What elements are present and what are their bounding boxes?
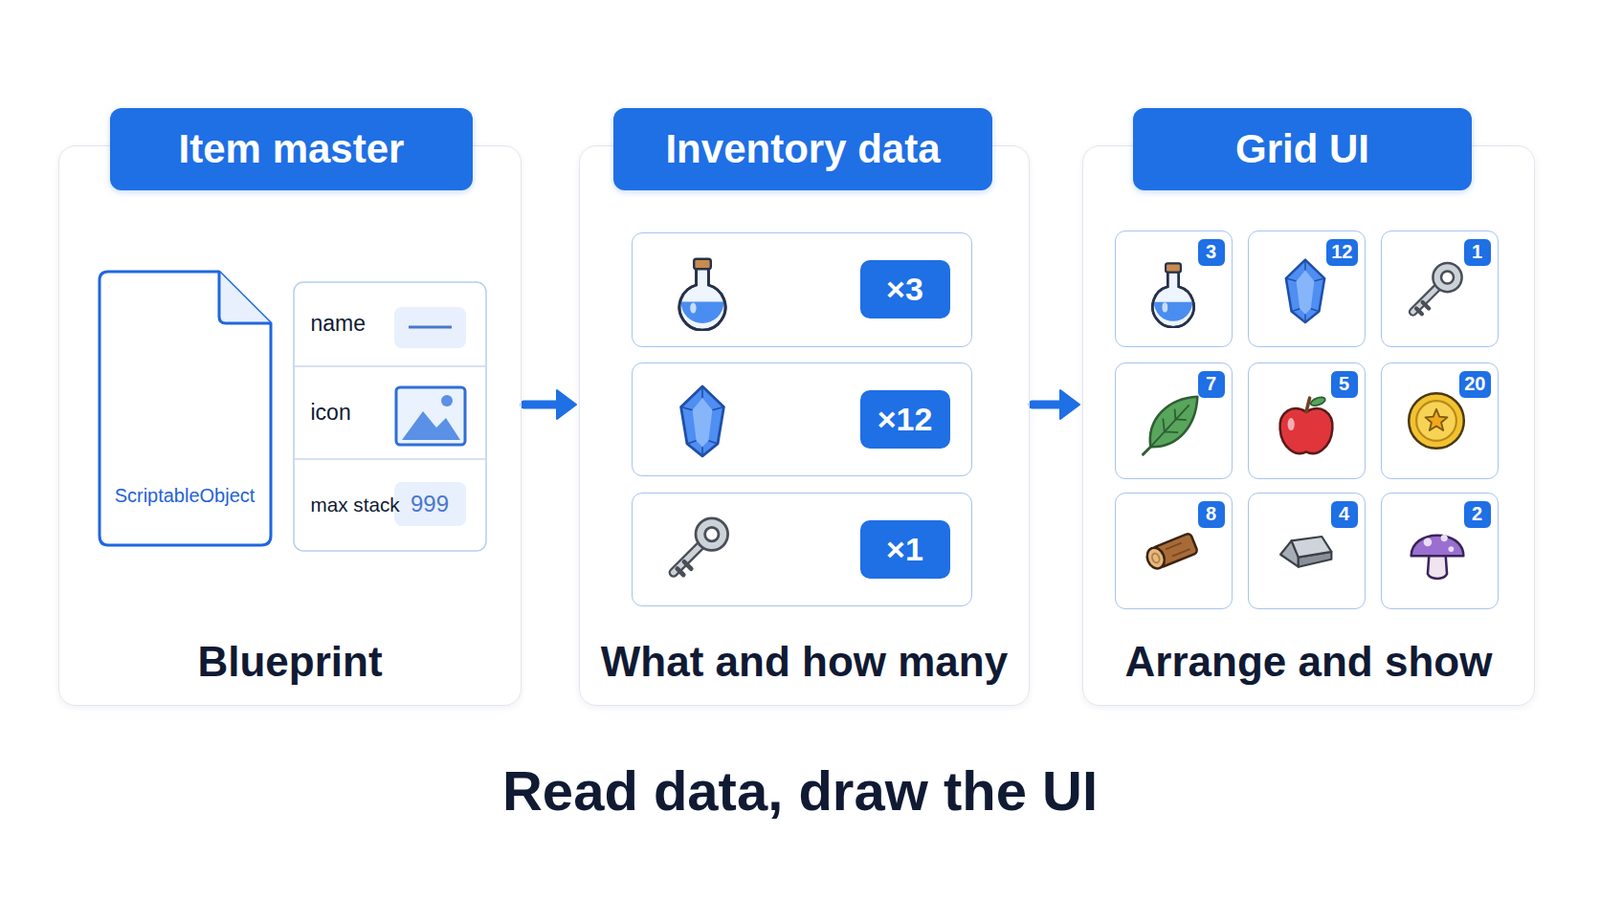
caption-text: Blueprint bbox=[197, 638, 382, 687]
grid-cell: 3 bbox=[1114, 230, 1233, 348]
field-name: name bbox=[311, 311, 367, 335]
count-text: 8 bbox=[1205, 503, 1217, 526]
key-icon bbox=[1413, 263, 1463, 314]
field-row: name bbox=[293, 282, 487, 367]
potion-icon bbox=[679, 259, 726, 331]
log-icon bbox=[1144, 533, 1199, 572]
inventory-row: ×1 bbox=[631, 492, 973, 607]
field-label: name bbox=[311, 282, 386, 367]
arrow-head bbox=[1060, 390, 1080, 420]
document-border bbox=[99, 271, 271, 546]
grid-cell: 12 bbox=[1247, 230, 1366, 348]
apple-icon bbox=[1280, 396, 1334, 454]
title-band: Read data, draw the UI bbox=[0, 752, 1600, 829]
panel-caption: Arrange and show bbox=[1083, 633, 1534, 691]
image-mountains bbox=[401, 411, 461, 441]
count-badge: 7 bbox=[1197, 370, 1226, 400]
count-badge: 5 bbox=[1330, 370, 1359, 400]
count-text: ×12 bbox=[877, 400, 934, 439]
ingot-icon bbox=[1280, 536, 1332, 568]
grid-cell: 1 bbox=[1380, 230, 1499, 348]
count-badge: 3 bbox=[1197, 238, 1226, 267]
count-text: 4 bbox=[1338, 503, 1350, 526]
text-field-symbol bbox=[408, 326, 452, 330]
count-badge: 2 bbox=[1463, 500, 1492, 530]
header-text: Inventory data bbox=[665, 126, 940, 173]
panel-caption: Blueprint bbox=[59, 633, 521, 691]
field-label: max stack bbox=[311, 459, 401, 552]
arrow-head bbox=[556, 390, 577, 420]
grid-cell: 2 bbox=[1380, 492, 1499, 610]
field-name: max stack bbox=[311, 494, 400, 516]
header-tab: Item master bbox=[110, 108, 473, 191]
document-fold bbox=[219, 271, 271, 324]
field-name: icon bbox=[311, 400, 352, 424]
inventory-icons bbox=[673, 259, 729, 576]
table-divider bbox=[293, 366, 487, 460]
count-text: ×3 bbox=[886, 270, 924, 309]
flow-arrow bbox=[524, 390, 577, 420]
field-row: icon bbox=[293, 366, 487, 460]
field-label: icon bbox=[311, 366, 386, 460]
field-value: 999 bbox=[410, 490, 449, 518]
potion-icon bbox=[1152, 263, 1194, 328]
value-box bbox=[394, 307, 467, 349]
grid-cell: 7 bbox=[1114, 362, 1233, 480]
gem-icon bbox=[1286, 260, 1325, 324]
arrow-shaft bbox=[524, 400, 561, 410]
panel-caption: What and how many bbox=[579, 633, 1029, 691]
panel-box: ScriptableObjectnameiconmax stack999Item… bbox=[58, 145, 522, 707]
header-text: Item master bbox=[178, 126, 405, 173]
header-tab: Grid UI bbox=[1133, 108, 1472, 191]
header-text: Grid UI bbox=[1235, 126, 1370, 173]
grid-cell: 4 bbox=[1247, 492, 1366, 610]
inventory-row: ×3 bbox=[631, 232, 973, 348]
grid-icons bbox=[1142, 260, 1464, 579]
count-text: ×1 bbox=[886, 531, 924, 569]
panel-box: ×3×12×1Inventory dataWhat and how many bbox=[578, 145, 1030, 707]
diagram-title: Read data, draw the UI bbox=[502, 758, 1098, 823]
mushroom-icon bbox=[1411, 534, 1465, 579]
count-badge: 12 bbox=[1325, 238, 1358, 267]
document-shape: ScriptableObject bbox=[96, 268, 274, 549]
flow-arrow bbox=[1032, 390, 1080, 420]
header-tab: Inventory data bbox=[613, 108, 993, 191]
grid-cell: 5 bbox=[1247, 362, 1366, 480]
count-badge: 20 bbox=[1458, 370, 1491, 400]
field-row: max stack 999 bbox=[293, 459, 487, 552]
leaf-icon bbox=[1142, 397, 1198, 455]
count-text: 7 bbox=[1205, 373, 1217, 396]
image-symbol bbox=[396, 387, 466, 445]
count-text: 1 bbox=[1471, 241, 1483, 264]
count-text: 5 bbox=[1338, 373, 1350, 396]
count-badge: 1 bbox=[1463, 238, 1492, 267]
count-text: 12 bbox=[1331, 241, 1353, 264]
table-frame bbox=[293, 282, 487, 552]
caption-text: What and how many bbox=[600, 638, 1008, 687]
count-badge: ×12 bbox=[860, 390, 951, 449]
inventory-row: ×12 bbox=[631, 362, 973, 477]
count-badge: ×3 bbox=[860, 260, 951, 319]
count-text: 2 bbox=[1471, 503, 1483, 526]
caption-text: Arrange and show bbox=[1125, 638, 1493, 687]
grid-cell: 20 bbox=[1380, 362, 1499, 480]
gem-icon bbox=[681, 386, 725, 457]
type-name: ScriptableObject bbox=[114, 485, 256, 508]
type-label: ScriptableObject bbox=[96, 482, 274, 512]
image-sun bbox=[441, 395, 453, 407]
value-box: 999 bbox=[394, 482, 467, 527]
field-table bbox=[293, 282, 487, 552]
count-text: 3 bbox=[1205, 241, 1217, 264]
count-text: 20 bbox=[1464, 373, 1486, 396]
grid-cell: 8 bbox=[1114, 492, 1233, 610]
key-icon bbox=[673, 518, 729, 576]
panel-box: 31217520842Grid UIArrange and show bbox=[1082, 145, 1535, 707]
coin-icon bbox=[1408, 393, 1465, 449]
count-badge: ×1 bbox=[860, 520, 951, 579]
count-badge: 4 bbox=[1330, 500, 1359, 530]
count-badge: 8 bbox=[1197, 500, 1226, 530]
